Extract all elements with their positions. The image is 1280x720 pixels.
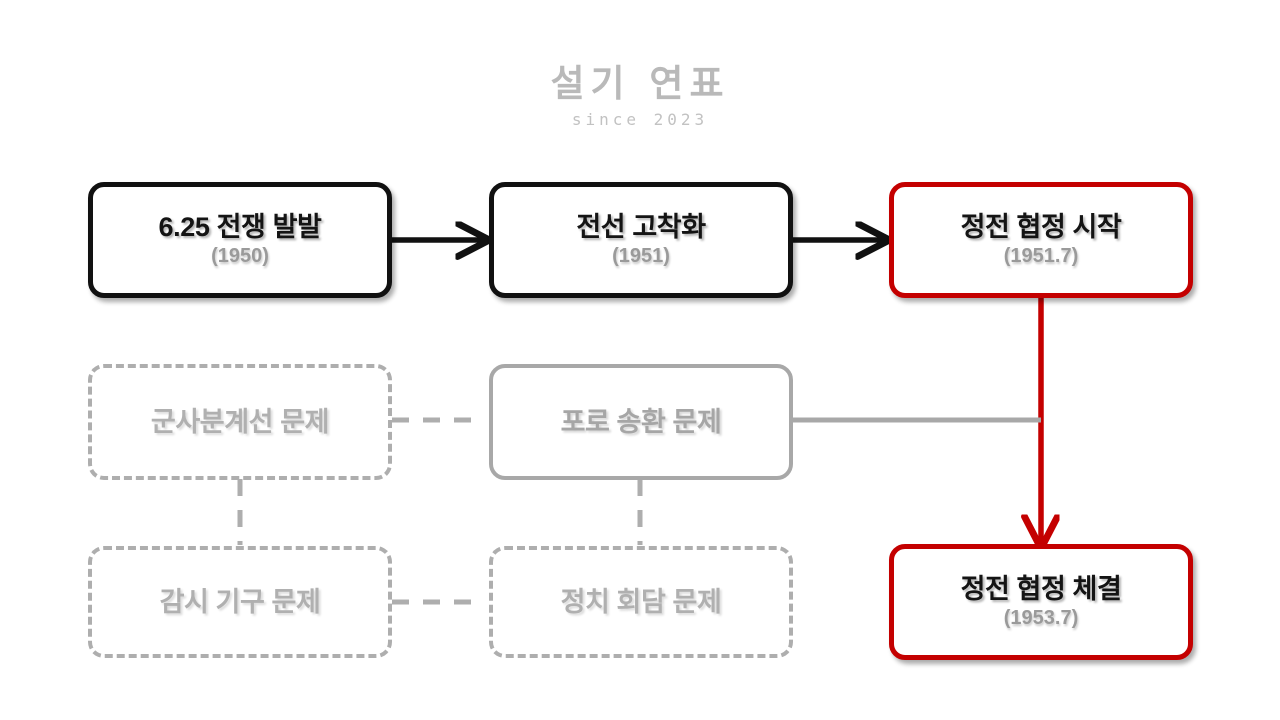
node-front-stalemate[interactable]: 전선 고착화 (1951) [489, 182, 793, 298]
node-title: 군사분계선 문제 [150, 406, 330, 437]
node-title: 정전 협정 체결 [960, 573, 1122, 604]
node-war-outbreak[interactable]: 6.25 전쟁 발발 (1950) [88, 182, 392, 298]
watermark-logo: 설기 연표 since 2023 [0, 62, 1280, 129]
node-date: (1951) [612, 245, 670, 268]
watermark-subtitle: since 2023 [571, 109, 709, 129]
node-date: (1951.7) [1003, 245, 1079, 268]
node-title: 정치 회담 문제 [560, 586, 722, 617]
node-title: 전선 고착화 [576, 211, 706, 242]
node-title: 감시 기구 문제 [159, 586, 321, 617]
node-armistice-start[interactable]: 정전 협정 시작 (1951.7) [889, 182, 1193, 298]
node-armistice-signed[interactable]: 정전 협정 체결 (1953.7) [889, 544, 1193, 660]
node-pow-issue[interactable]: 포로 송환 문제 [489, 364, 793, 480]
node-date: (1950) [211, 245, 269, 268]
node-political-talks-issue[interactable]: 정치 회담 문제 [489, 546, 793, 658]
node-supervision-issue[interactable]: 감시 기구 문제 [88, 546, 392, 658]
node-date: (1953.7) [1003, 607, 1079, 630]
node-title: 포로 송환 문제 [560, 406, 722, 437]
watermark-title: 설기 연표 [550, 62, 730, 105]
node-title: 6.25 전쟁 발발 [158, 211, 322, 242]
node-mdl-issue[interactable]: 군사분계선 문제 [88, 364, 392, 480]
node-title: 정전 협정 시작 [960, 211, 1122, 242]
